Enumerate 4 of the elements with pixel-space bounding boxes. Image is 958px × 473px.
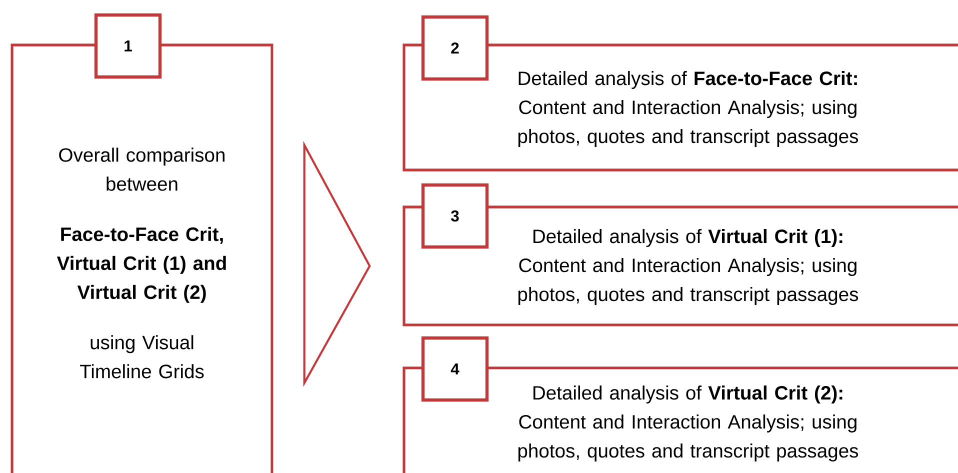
number-tab: 4 (421, 336, 489, 402)
number-tab: 2 (421, 15, 489, 81)
number-tab: 1 (94, 13, 162, 79)
number-tab: 3 (421, 183, 489, 249)
